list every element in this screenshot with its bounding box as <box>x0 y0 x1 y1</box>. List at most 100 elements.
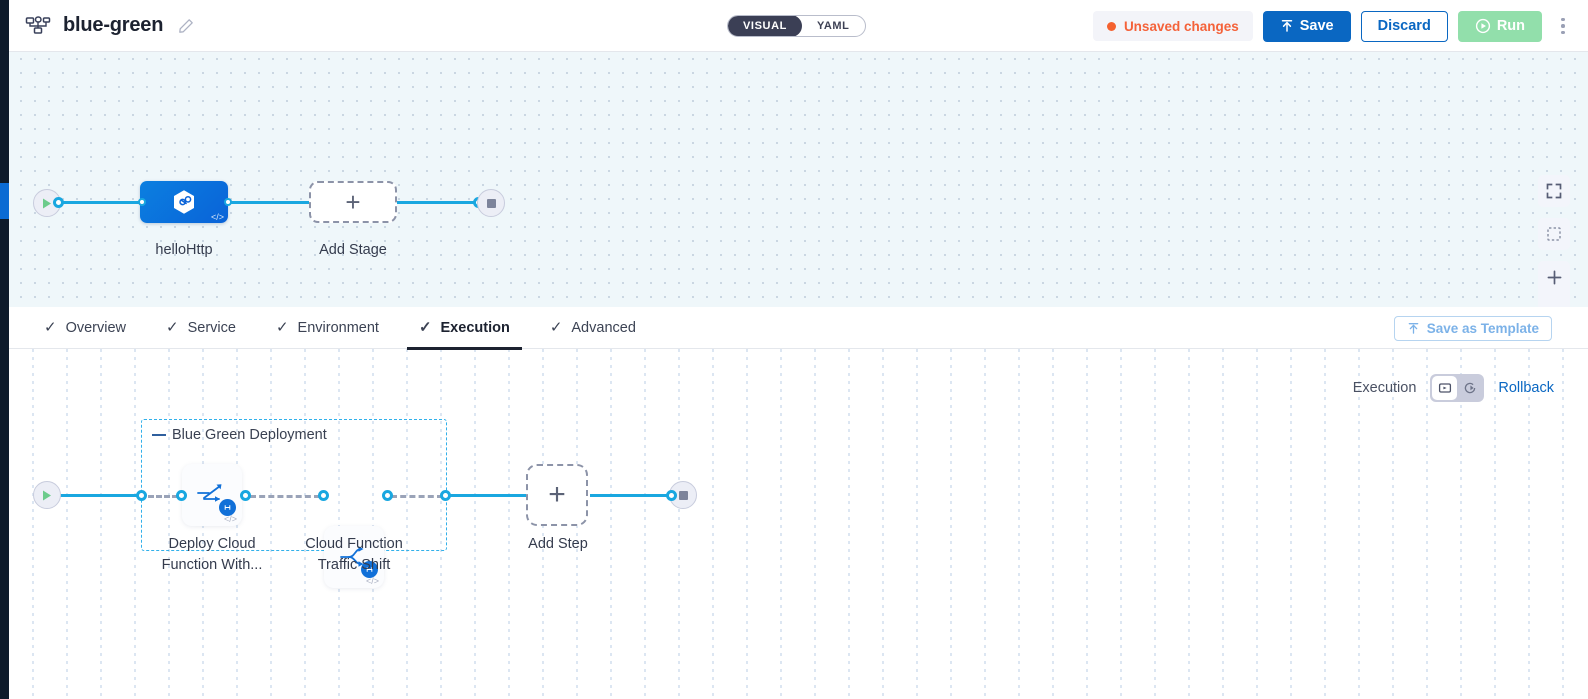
unsaved-dot-icon <box>1106 21 1116 31</box>
upload-arrow-icon <box>1408 323 1419 334</box>
check-icon: ✓ <box>44 319 57 336</box>
execution-rollback-toolbar: Execution Rollback <box>1353 374 1554 402</box>
pipeline-end-node[interactable] <box>477 189 505 217</box>
zoom-controls <box>1538 261 1570 307</box>
check-icon: ✓ <box>275 319 289 336</box>
execution-rollback-toggle[interactable] <box>1430 374 1485 402</box>
group-input-port[interactable] <box>136 490 147 501</box>
play-circle-icon <box>1475 18 1490 34</box>
steps-end-input-port[interactable] <box>666 490 677 501</box>
zoom-out-button[interactable] <box>1538 293 1570 307</box>
pencil-icon[interactable] <box>175 15 197 37</box>
save-button[interactable]: Save <box>1262 10 1351 42</box>
stage-input-port[interactable] <box>138 198 146 206</box>
step2-code-badge: </> <box>365 576 379 586</box>
step-group-title: Blue Green Deployment <box>152 427 327 443</box>
step-node-cloud-function-traffic-shift[interactable]: </> <box>324 526 384 588</box>
add-step-button[interactable]: + <box>526 464 588 526</box>
select-area-button[interactable] <box>1538 218 1570 250</box>
header-left-group: blue-green <box>0 14 197 37</box>
traffic-shift-branch-icon <box>340 546 364 567</box>
config-tabbar: ✓ Overview ✓ Service ✓ Environment ✓ Exe… <box>0 307 1588 350</box>
top-header: blue-green VISUAL YAML Unsaved changes <box>0 0 1588 52</box>
execution-toggle-option[interactable] <box>1432 376 1458 400</box>
fit-to-screen-button[interactable] <box>1538 175 1570 207</box>
step-edge-dash-3 <box>391 495 443 498</box>
stages-canvas[interactable]: </> helloHttp + Add Stage <box>0 52 1588 307</box>
step-edge-dash-1 <box>148 495 178 498</box>
tab-advanced-label: Advanced <box>571 319 636 336</box>
step1-output-port[interactable] <box>240 490 251 501</box>
kebab-menu-icon[interactable] <box>1552 11 1574 41</box>
add-step-label: Add Step <box>528 536 588 552</box>
step2-output-port[interactable] <box>382 490 393 501</box>
execution-label: Execution <box>1352 380 1417 396</box>
view-mode-toggle-wrap: VISUAL YAML <box>727 15 866 37</box>
step1-code-badge: </> <box>223 514 237 524</box>
plus-icon: + <box>345 187 361 217</box>
step2-caption-line1: Cloud Function <box>305 536 403 552</box>
tab-list: ✓ Overview ✓ Service ✓ Environment ✓ Exe… <box>0 307 656 350</box>
tab-execution[interactable]: ✓ Execution <box>399 307 530 350</box>
save-as-template-button[interactable]: Save as Template <box>1393 316 1552 341</box>
discard-button[interactable]: Discard <box>1360 10 1448 42</box>
save-button-label: Save <box>1299 18 1334 34</box>
steps-start-node[interactable] <box>33 481 61 509</box>
view-mode-visual[interactable]: VISUAL <box>728 16 802 36</box>
unsaved-changes-badge: Unsaved changes <box>1092 11 1253 41</box>
view-mode-toggle[interactable]: VISUAL YAML <box>727 15 866 37</box>
step1-input-port[interactable] <box>176 490 187 501</box>
tab-environment[interactable]: ✓ Environment <box>256 307 399 349</box>
group-output-port[interactable] <box>440 490 451 501</box>
plus-icon: + <box>548 478 566 511</box>
step-node-deploy-cloud-function[interactable]: </> <box>182 464 242 526</box>
step-edge-end <box>590 494 672 497</box>
run-button[interactable]: Run <box>1457 10 1542 42</box>
view-mode-yaml[interactable]: YAML <box>816 20 850 32</box>
stage-code-badge: </> <box>210 212 224 222</box>
tab-service[interactable]: ✓ Service <box>146 307 256 349</box>
add-stage-label: Add Stage <box>319 242 387 258</box>
stage-edge-end <box>390 201 480 204</box>
tab-overview[interactable]: ✓ Overview <box>24 307 146 349</box>
step2-caption: Cloud Function Traffic Shift <box>274 534 434 576</box>
play-triangle-icon <box>43 490 51 500</box>
tab-service-label: Service <box>187 319 236 336</box>
add-stage-button[interactable]: + <box>309 181 397 223</box>
plus-icon <box>1547 270 1561 284</box>
stage-node-hellohttp[interactable]: </> <box>140 181 228 223</box>
step-group-title-label: Blue Green Deployment <box>172 427 327 443</box>
deploy-cloud-function-icon <box>197 484 222 502</box>
step2-caption-line2: Traffic Shift <box>317 557 391 573</box>
tab-environment-label: Environment <box>297 319 379 336</box>
stop-square-icon <box>486 198 496 208</box>
discard-button-label: Discard <box>1377 18 1431 34</box>
tab-overview-label: Overview <box>65 319 127 336</box>
step1-caption-line1: Deploy Cloud <box>168 536 256 552</box>
check-icon: ✓ <box>166 319 179 336</box>
step-edge-start <box>52 494 144 497</box>
stage-caption-hellohttp: helloHttp <box>155 242 213 258</box>
step2-input-port[interactable] <box>318 490 329 501</box>
collapse-dash-icon[interactable] <box>152 433 166 437</box>
start-output-port[interactable] <box>53 197 64 208</box>
header-actions: Unsaved changes Save Discard Run <box>1092 0 1574 52</box>
fit-to-screen-icon <box>1546 183 1562 199</box>
stage-edge-start <box>52 201 148 204</box>
zoom-in-button[interactable] <box>1538 261 1570 293</box>
execution-play-box-icon <box>1438 383 1451 393</box>
steps-canvas[interactable]: Blue Green Deployment <box>0 349 1588 699</box>
cloud-function-hexagon-icon <box>174 190 194 214</box>
stage-output-port[interactable] <box>224 198 232 206</box>
step-edge-dash-2 <box>250 495 320 498</box>
check-icon: ✓ <box>418 319 432 336</box>
rollback-toggle-option[interactable] <box>1457 376 1482 400</box>
step-group-blue-green-deployment[interactable] <box>141 419 447 551</box>
stage-edge-middle <box>228 201 318 204</box>
unsaved-changes-label: Unsaved changes <box>1123 18 1239 34</box>
rollback-link[interactable]: Rollback <box>1498 380 1554 396</box>
step-edge-to-add <box>447 494 528 497</box>
tab-advanced[interactable]: ✓ Advanced <box>530 307 656 349</box>
app-left-rail-active-indicator[interactable] <box>0 183 9 219</box>
